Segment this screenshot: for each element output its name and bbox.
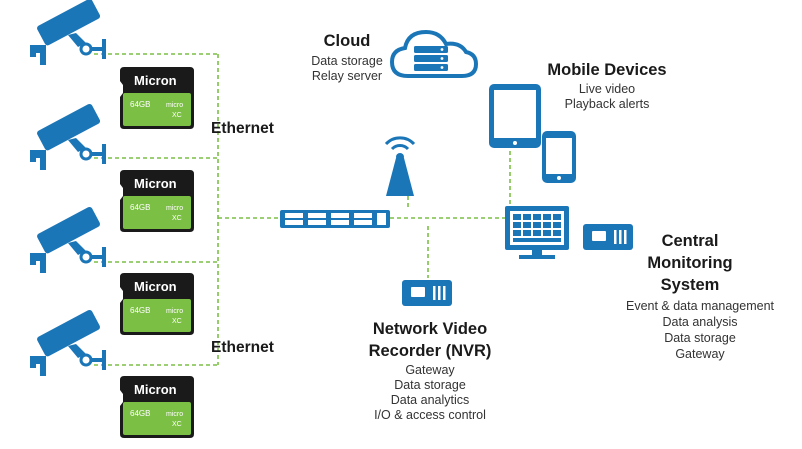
- network-switch-icon: [280, 210, 390, 228]
- central-line: Data storage: [664, 331, 736, 345]
- sd-capacity: 64GB: [130, 100, 150, 109]
- sd-capacity: 64GB: [130, 409, 150, 418]
- nvr-line: I/O & access control: [374, 408, 486, 422]
- ethernet-label: Ethernet: [211, 339, 274, 356]
- sd-brand: Micron: [134, 382, 177, 397]
- sd-mark: micro: [166, 102, 183, 109]
- microsd-card-icon: Micron 64GB micro XC: [120, 273, 194, 335]
- central-title: Monitoring: [647, 254, 732, 272]
- nvr-line: Data analytics: [391, 393, 470, 407]
- mobile-title: Mobile Devices: [547, 61, 666, 79]
- nvr-line: Gateway: [405, 363, 455, 377]
- central-title: System: [661, 276, 720, 294]
- sd-mark: micro: [166, 205, 183, 212]
- security-camera-icon: [28, 188, 108, 275]
- sd-mark: XC: [172, 318, 182, 325]
- cloud-title: Cloud: [324, 32, 371, 50]
- monitor-icon: [505, 206, 569, 259]
- sd-brand: Micron: [134, 279, 177, 294]
- nvr-line: Data storage: [394, 378, 466, 392]
- microsd-card-icon: Micron 64GB micro XC: [120, 170, 194, 232]
- sd-capacity: 64GB: [130, 203, 150, 212]
- mobile-line: Playback alerts: [565, 97, 650, 111]
- cloud-line: Relay server: [312, 69, 382, 83]
- security-camera-icon: [28, 291, 108, 378]
- nvr-box-icon: [583, 224, 633, 250]
- security-camera-icon: [28, 0, 108, 67]
- sd-mark: micro: [166, 308, 183, 315]
- smartphone-icon: [542, 131, 576, 183]
- sd-capacity: 64GB: [130, 306, 150, 315]
- sd-mark: micro: [166, 411, 183, 418]
- wireless-tower-icon: [384, 136, 416, 196]
- sd-mark: XC: [172, 112, 182, 119]
- mobile-line: Live video: [579, 82, 635, 96]
- nvr-title: Recorder (NVR): [369, 342, 492, 360]
- sd-mark: XC: [172, 421, 182, 428]
- nvr-title: Network Video: [373, 320, 487, 338]
- microsd-card-icon: Micron 64GB micro XC: [120, 376, 194, 438]
- sd-mark: XC: [172, 215, 182, 222]
- ethernet-label: Ethernet: [211, 120, 274, 137]
- microsd-card-icon: Micron 64GB micro XC: [120, 67, 194, 129]
- cloud-line: Data storage: [311, 54, 383, 68]
- nvr-box-icon: [402, 280, 452, 306]
- tablet-icon: [489, 84, 541, 148]
- central-line: Event & data management: [626, 299, 775, 313]
- cloud-server-icon: [389, 29, 479, 78]
- central-title: Central: [662, 232, 719, 250]
- central-line: Data analysis: [662, 315, 737, 329]
- sd-brand: Micron: [134, 176, 177, 191]
- sd-brand: Micron: [134, 73, 177, 88]
- ethernet-connections: [94, 53, 511, 366]
- central-line: Gateway: [675, 347, 725, 361]
